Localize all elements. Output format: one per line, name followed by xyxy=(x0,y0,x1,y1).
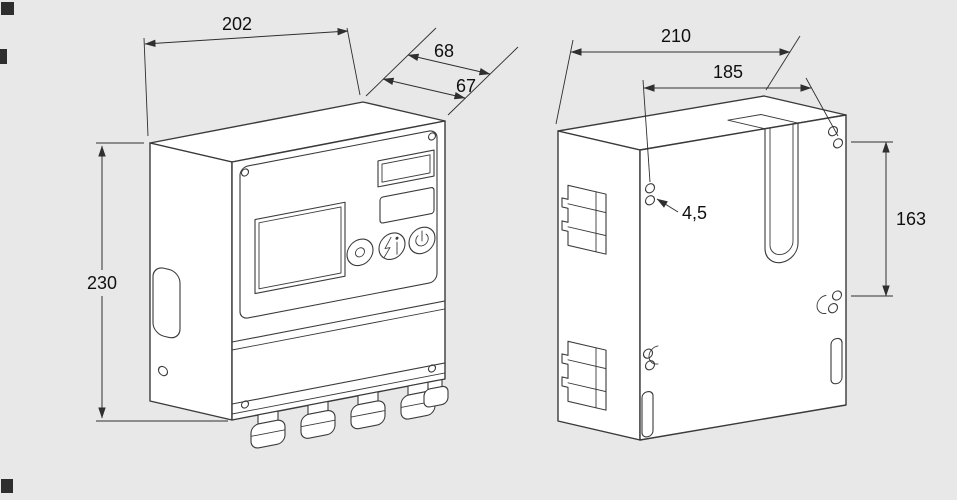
cable-gland xyxy=(300,400,336,439)
mounting-hole xyxy=(831,290,843,301)
scan-mark-bottom-left xyxy=(1,479,13,493)
reset-button xyxy=(346,238,374,267)
front-view-side-face xyxy=(149,142,233,421)
keyhole-slot-inner xyxy=(769,123,794,256)
rear-view-back-face xyxy=(639,114,847,441)
lcd-screen-frame xyxy=(254,201,346,295)
rear-view-side-face xyxy=(557,130,641,441)
seven-segment-display xyxy=(377,149,435,188)
mounting-hole xyxy=(827,303,839,314)
terminal-cover-seam xyxy=(231,300,446,343)
cable-gland xyxy=(250,410,286,449)
dim-label-hole-diameter: 4,5 xyxy=(682,203,707,223)
rear-panel-details xyxy=(641,122,844,438)
terminal-cover-seam xyxy=(231,362,446,405)
power-icon xyxy=(415,230,429,247)
scan-mark-top-left xyxy=(1,2,14,15)
terminal-cover-seam xyxy=(231,308,446,351)
seven-segment-display-inner xyxy=(381,154,431,183)
front-panel-details xyxy=(231,130,449,449)
leader-hole-diameter xyxy=(656,198,679,213)
mounting-hole xyxy=(644,183,656,194)
side-nameplate xyxy=(152,267,181,339)
vent-slot xyxy=(641,391,654,438)
hinge-clip xyxy=(561,340,607,411)
dim-line-width xyxy=(144,27,349,48)
label-window xyxy=(379,187,435,224)
dim-label-height: 230 xyxy=(87,273,117,293)
rear-isometric-view: 210 185 4,5 163 xyxy=(555,26,926,441)
lcd-screen xyxy=(258,206,342,290)
rear-side-details xyxy=(561,184,607,411)
corner-screw xyxy=(427,132,437,141)
keyhole-slot-outer xyxy=(764,122,799,264)
dim-label-hole-spacing-v: 163 xyxy=(896,209,926,229)
cable-hook xyxy=(816,294,827,314)
dim-label-depth-housing: 67 xyxy=(456,76,476,96)
power-button xyxy=(408,226,436,255)
dim-line-depth-total xyxy=(407,53,491,76)
side-screw xyxy=(157,365,169,377)
reset-button-icon xyxy=(355,247,365,258)
dim-label-depth-total: 68 xyxy=(434,41,454,61)
cable-gland xyxy=(350,391,386,430)
dim-label-hole-spacing-h: 185 xyxy=(713,62,743,82)
rear-view-dimensions: 210 185 4,5 163 xyxy=(555,26,926,297)
info-button xyxy=(378,232,406,260)
dim-label-rear-width: 210 xyxy=(661,26,691,46)
corner-screw xyxy=(240,168,250,177)
vent-slot xyxy=(830,337,843,385)
front-isometric-view: 202 68 67 230 xyxy=(87,14,519,449)
mounting-hole xyxy=(832,138,844,149)
bottom-flange-line xyxy=(231,372,446,415)
control-panel-bezel xyxy=(239,130,438,319)
hinge-clip xyxy=(561,184,607,255)
mounting-hole xyxy=(644,195,656,206)
cable-gland-small xyxy=(423,378,449,408)
cable-glands xyxy=(250,378,449,449)
cable-hook xyxy=(648,345,659,365)
dim-line-depth-housing xyxy=(382,77,466,100)
side-face-details xyxy=(152,267,181,377)
scan-mark-left xyxy=(0,49,7,64)
lightning-info-icon xyxy=(383,236,399,259)
keyhole-slot-top-opening xyxy=(727,114,799,130)
front-view-front-face xyxy=(231,120,446,421)
dim-label-width: 202 xyxy=(222,14,252,34)
front-view-dimensions: 202 68 67 230 xyxy=(87,14,519,422)
